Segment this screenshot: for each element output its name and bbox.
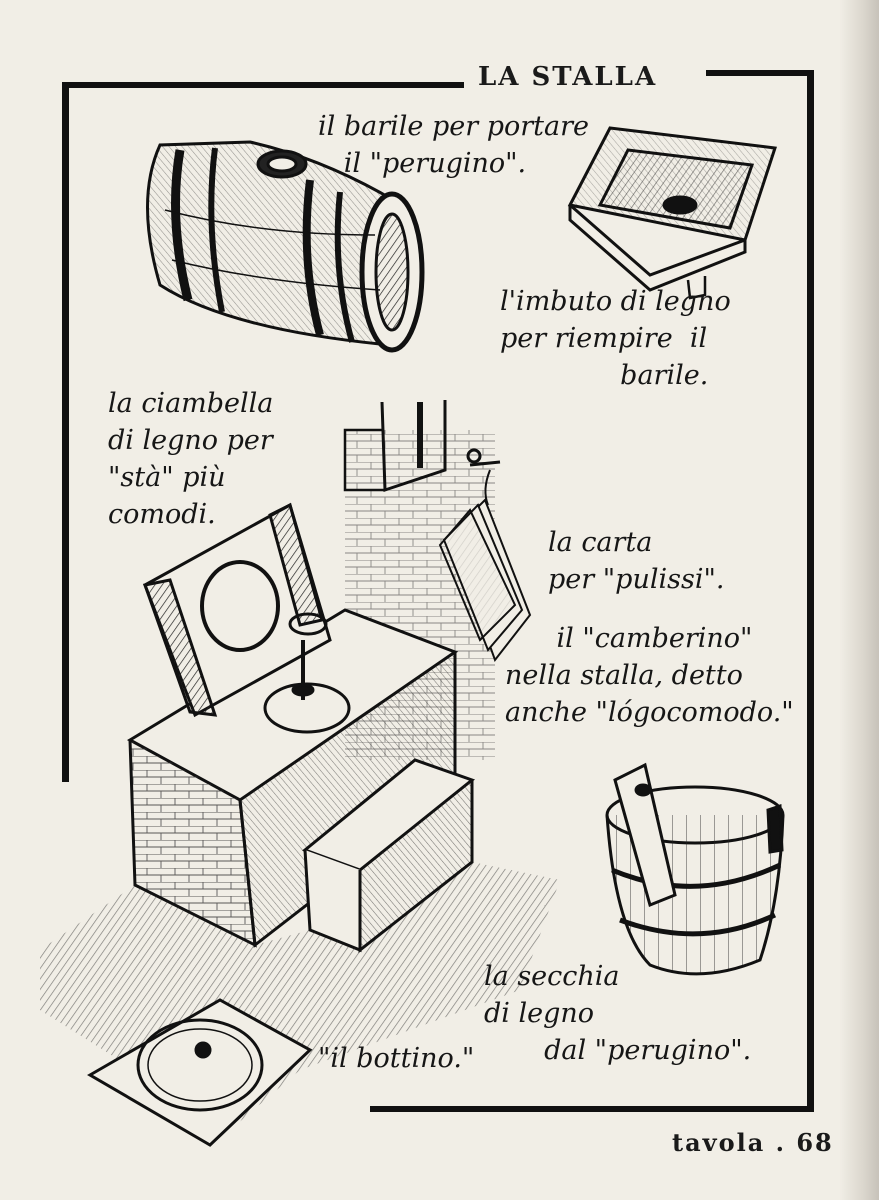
caption-bucket: la secchia di legno dal "perugino".: [484, 961, 752, 1066]
barrel-drawing: [146, 140, 425, 353]
caption-seat-ring: la ciambella di legno per "stà" più como…: [108, 388, 274, 530]
frame-top-border-right: [706, 70, 813, 76]
wooden-funnel-drawing: [567, 126, 777, 300]
cesspit-lid-drawing: [87, 998, 313, 1147]
caption-latrine: il "camberino" nella stalla, detto anche…: [505, 623, 794, 728]
hanging-paper-drawing: [438, 469, 532, 663]
page-title: LA STALLA: [478, 62, 658, 92]
page-number-label: tavola . 68: [672, 1128, 834, 1157]
page-edge-shadow: [839, 0, 879, 1200]
toilet-box-drawing: [126, 502, 459, 948]
caption-funnel: l'imbuto di legno per riempire il barile…: [500, 286, 731, 391]
caption-barrel: il barile per portare il "perugino".: [318, 111, 590, 179]
frame-right-border: [807, 70, 814, 1112]
frame-left-border: [62, 82, 69, 782]
wooden-bucket-drawing: [605, 762, 785, 976]
caption-paper: la carta per "pulissi".: [548, 527, 725, 595]
frame-top-border-left: [62, 82, 464, 88]
frame-bottom-border: [370, 1106, 814, 1112]
caption-cesspit: "il bottino.": [318, 1043, 475, 1074]
